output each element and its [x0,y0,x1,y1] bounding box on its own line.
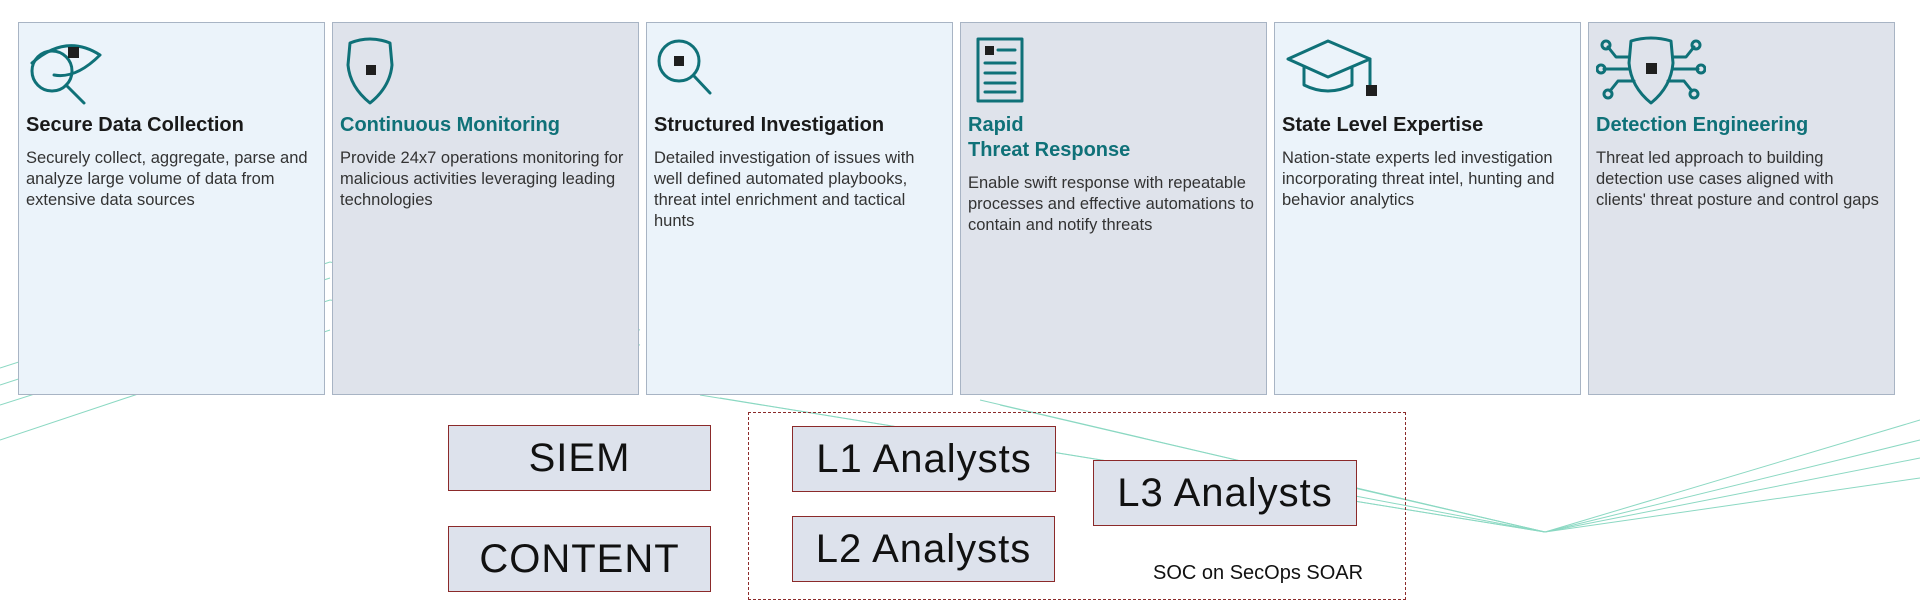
content-box: CONTENT [448,526,711,592]
card-description: Provide 24x7 operations monitoring for m… [340,149,624,209]
card-title: Detection Engineering [1596,114,1809,136]
soar-frame [748,412,1406,600]
siem-box: SIEM [448,425,711,491]
card-continuous-monitoring: Continuous Monitoring Provide 24x7 opera… [332,22,639,395]
graduation-cap-icon [1286,39,1377,96]
card-detection-engineering: Detection Engineering Threat led approac… [1588,22,1895,395]
capability-cards: Secure Data Collection Securely collect,… [18,22,1895,395]
card-title: Secure Data Collection [26,114,244,136]
card-title: Rapid Threat Response [968,114,1131,161]
shield-icon [346,37,394,105]
card-title: State Level Expertise [1282,114,1484,136]
magnifier-icon [657,39,712,95]
l3-analysts-box: L3 Analysts [1093,460,1357,526]
card-rapid-threat-response: Rapid Threat Response Enable swift respo… [960,22,1267,395]
card-title: Structured Investigation [654,114,885,136]
card-title: Continuous Monitoring [340,114,560,136]
document-icon [976,37,1024,103]
soar-label: SOC on SecOps SOAR [1153,562,1364,584]
card-state-level-expertise: State Level Expertise Nation-state exper… [1274,22,1581,395]
card-secure-data-collection: Secure Data Collection Securely collect,… [18,22,325,395]
shield-circuit-icon [1596,36,1706,105]
card-structured-investigation: Structured Investigation Detailed invest… [646,22,953,395]
card-description: Threat led approach to building detectio… [1596,149,1879,209]
card-description: Detailed investigation of issues with we… [654,149,915,230]
l1-analysts-box: L1 Analysts [792,426,1056,492]
card-description: Enable swift response with repeatable pr… [968,174,1254,234]
eye-magnifier-icon [30,44,102,105]
card-description: Nation-state experts led investigation i… [1282,149,1555,209]
l2-analysts-box: L2 Analysts [792,516,1055,582]
card-description: Securely collect, aggregate, parse and a… [26,149,308,209]
